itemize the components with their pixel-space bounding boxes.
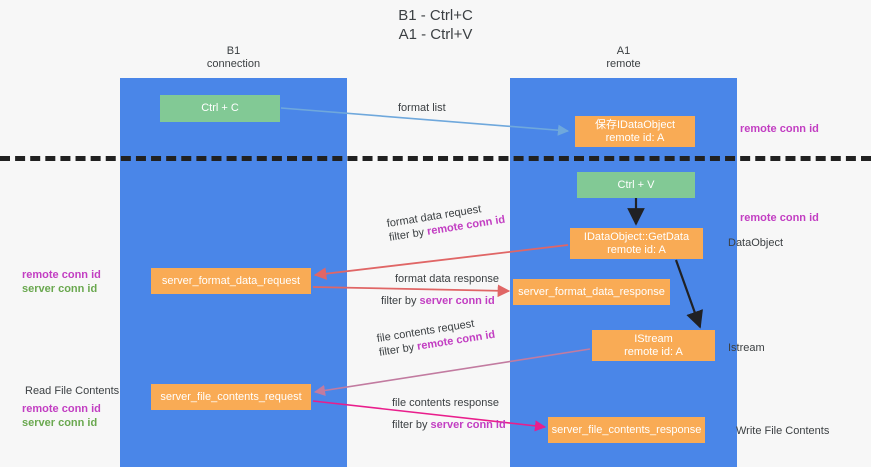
edge-label-format-data-request: format data request filter by remote con… bbox=[386, 199, 506, 245]
filter-key-server-conn-id: server conn id bbox=[419, 295, 495, 307]
edge-label-format-list-text: format list bbox=[398, 102, 446, 114]
edge-label-file-contents-response-main: file contents response bbox=[392, 397, 500, 409]
legend-remote-conn-id-2: remote conn id bbox=[22, 403, 101, 415]
annotation-write-file-contents: Write File Contents bbox=[736, 425, 830, 437]
annotation-remote-conn-id-top: remote conn id bbox=[740, 123, 819, 135]
lane-header-a1: A1 remote bbox=[606, 45, 641, 70]
edge-label-format-data-response-filter: filter by server conn id bbox=[381, 294, 499, 308]
legend-server-conn-id: server conn id bbox=[22, 283, 98, 295]
edge-label-format-list: format list bbox=[398, 101, 446, 115]
annotation-read-file-contents: Read File Contents bbox=[25, 385, 120, 397]
node-server-file-contents-request[interactable]: server_file_contents_request bbox=[151, 384, 311, 410]
annotation-dataobject: DataObject bbox=[728, 237, 784, 249]
node-ctrl-c[interactable]: Ctrl + C bbox=[160, 95, 280, 122]
filter-key-server-conn-id: server conn id bbox=[430, 419, 506, 431]
section-divider bbox=[0, 156, 871, 161]
lane-header-b1: B1 connection bbox=[206, 45, 261, 70]
legend-server-conn-id-2: server conn id bbox=[22, 417, 98, 429]
filter-prefix: filter by bbox=[381, 295, 420, 307]
legend-remote-conn-id: remote conn id bbox=[22, 269, 101, 281]
node-ctrl-v[interactable]: Ctrl + V bbox=[577, 172, 695, 198]
annotation-remote-conn-id-mid: remote conn id bbox=[740, 212, 819, 224]
edge-label-format-data-response-main: format data response bbox=[395, 273, 499, 285]
edge-label-file-contents-response-filter: filter by server conn id bbox=[392, 418, 506, 432]
node-server-format-data-request[interactable]: server_format_data_request bbox=[151, 268, 311, 294]
annotation-istream: Istream bbox=[728, 342, 765, 354]
node-store-idataobject[interactable]: 保存IDataObject remote id: A bbox=[575, 116, 695, 147]
edge-label-file-contents-request: file contents request filter by remote c… bbox=[376, 314, 496, 360]
legend-group-bottom: remote conn id server conn id bbox=[22, 402, 101, 430]
edge-label-file-contents-response: file contents response filter by server … bbox=[392, 396, 506, 432]
node-idataobject-getdata[interactable]: IDataObject::GetData remote id: A bbox=[570, 228, 703, 259]
edge-label-format-data-response: format data response filter by server co… bbox=[381, 272, 499, 308]
legend-group-top: remote conn id server conn id bbox=[22, 268, 101, 296]
filter-prefix: filter by bbox=[392, 419, 431, 431]
node-server-format-data-response[interactable]: server_format_data_response bbox=[513, 279, 670, 305]
page-title: B1 - Ctrl+C A1 - Ctrl+V bbox=[398, 7, 473, 43]
node-istream[interactable]: IStream remote id: A bbox=[592, 330, 715, 361]
node-server-file-contents-response[interactable]: server_file_contents_response bbox=[548, 417, 705, 443]
